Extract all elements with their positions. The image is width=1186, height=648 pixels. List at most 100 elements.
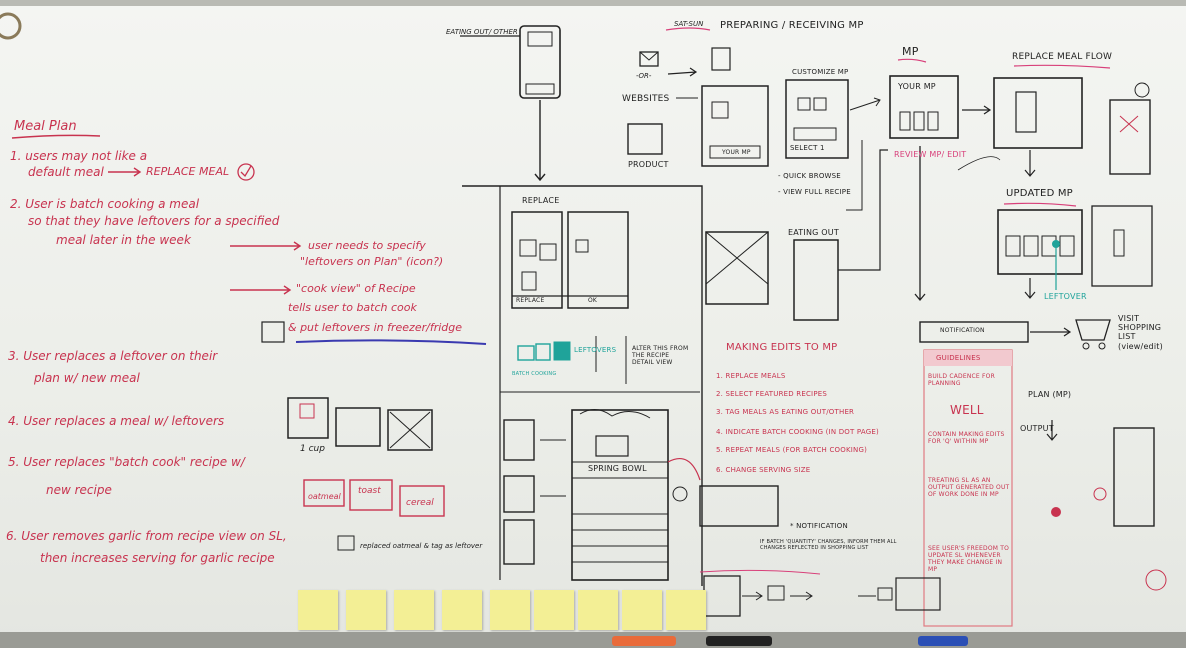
batch-cook-note: tells user to batch cook (288, 301, 417, 314)
mp-underline (897, 58, 927, 63)
replaced-oatmeal-note: replaced oatmeal & tag as leftover (360, 542, 483, 550)
replace-button-label: REPLACE (516, 297, 545, 304)
guideline-2: CONTAIN MAKING EDITS FOR 'Q' WITHIN MP (928, 431, 1005, 445)
meal-plan-item-6: 6. User removes garlic from recipe view … (6, 529, 287, 543)
guidelines-header-bg (924, 350, 1012, 366)
plan-mp-label: PLAN (MP) (1028, 390, 1072, 399)
leftover-label: LEFTOVER (1044, 292, 1087, 301)
side-phone-sketch (1109, 99, 1151, 175)
replace-meal-label: REPLACE MEAL (146, 165, 230, 178)
updated-mp-tile-a (1005, 235, 1021, 257)
meal-plan-item-6b: then increases serving for garlic recipe (40, 551, 275, 565)
cereal-box (399, 485, 445, 517)
replace-meal-flow-title: REPLACE MEAL FLOW (1012, 52, 1113, 62)
leftover-icon-a (517, 345, 535, 361)
arrow-down-1 (534, 100, 546, 182)
meal-plan-item-2c: meal later in the week (56, 233, 191, 247)
pink-circle-note (1145, 569, 1167, 591)
output-label: OUTPUT (1020, 424, 1054, 433)
updated-mp-tile-b (1023, 235, 1039, 257)
arrow-plan-output (1046, 420, 1058, 441)
leftover-icon-b (535, 343, 551, 361)
quick-browse-label: - QUICK BROWSE (778, 172, 841, 180)
sketch-card-badge (299, 403, 315, 419)
cereal-label: cereal (406, 498, 434, 508)
batch-phone-2 (503, 475, 535, 513)
meal-plan-item-1b: default meal (28, 165, 104, 179)
arrow-eating-out-to-mp (838, 149, 888, 271)
arrow-to-cart (1030, 327, 1072, 337)
replace-flow-screen (993, 77, 1083, 149)
meal-plan-title: Meal Plan (14, 119, 77, 134)
arrow-to-mp (849, 97, 881, 111)
notification-bar-label: NOTIFICATION (940, 327, 985, 334)
guideline-3: TREATING SL AS AN OUTPUT GENERATED OUT O… (928, 477, 1010, 498)
edit-step-5: 5. REPEAT MEALS (FOR BATCH COOKING) (716, 446, 867, 454)
websites-label: WEBSITES (622, 94, 670, 104)
arrow-replace-meal (108, 167, 142, 177)
whiteboard-frame-top (0, 0, 1186, 6)
blue-underline (295, 339, 487, 345)
meal-plan-item-3b: plan w/ new meal (34, 371, 140, 385)
email-icon-flap (639, 51, 659, 61)
spring-bowl-rows (572, 461, 668, 563)
fridge-sketch (261, 321, 285, 343)
sticky-note (394, 590, 434, 630)
prep-phone-1-image (711, 101, 729, 119)
preparing-accent (665, 27, 711, 31)
orange-marker (612, 636, 676, 646)
sticky-note (666, 590, 706, 630)
guideline-4: SEE USER'S FREEDOM TO UPDATE SL WHENEVER… (928, 545, 1010, 573)
sticky-note (442, 590, 482, 630)
pink-arrow-batch (667, 458, 701, 481)
spring-bowl-image (579, 409, 651, 419)
sticky-note (578, 590, 618, 630)
replace-phone-2-checkbox (575, 239, 589, 253)
updated-mp-screen (997, 209, 1083, 275)
mp-title: MP (902, 45, 919, 58)
checkmark-icon (240, 165, 252, 178)
prep-phone-2-button (793, 127, 837, 141)
one-cup-label: 1 cup (300, 444, 325, 454)
edit-step-2: 2. SELECT FEATURED RECIPES (716, 390, 828, 398)
batch-phone-1 (503, 419, 535, 461)
replace-flow-underline (1013, 64, 1111, 69)
meal-plan-item-5: 5. User replaces "batch cook" recipe w/ (8, 455, 245, 469)
replace-box-small (337, 535, 355, 551)
eating-out-label: EATING OUT/ OTHER (446, 28, 518, 36)
eating-out-header: EATING OUT (788, 228, 839, 237)
prep-phone-2 (785, 79, 849, 159)
ok-button-label: OK (588, 297, 598, 304)
side-phone-badge (1134, 82, 1150, 98)
arrow-cook-view (230, 285, 292, 295)
meal-plan-item-3: 3. User replaces a leftover on their (8, 349, 218, 363)
bottom-flow-box-1 (703, 575, 741, 617)
leftover-marker-icon (1052, 240, 1060, 248)
bottom-flow-box-2 (895, 577, 941, 611)
check-circle-icon (237, 163, 255, 181)
phone-sketch-top (519, 25, 561, 99)
arrow-mp-to-replace (962, 105, 992, 115)
or-label: -OR- (636, 72, 652, 80)
replace-flow-card (1015, 91, 1037, 133)
sticky-note (298, 590, 338, 630)
notification-note: * NOTIFICATION (790, 522, 848, 530)
customize-mp-label: CUSTOMIZE MP (792, 68, 849, 76)
leftovers-teal-label: LEFTOVERS (574, 346, 617, 354)
bottom-flow-icon (767, 585, 785, 601)
meal-plan-item-5b: new recipe (46, 483, 112, 497)
spring-bowl-phone (571, 409, 669, 581)
pink-circle-note-2 (1093, 487, 1107, 501)
edit-step-3: 3. TAG MEALS AS EATING OUT/OTHER (716, 408, 855, 416)
cart-wheel-right (1098, 342, 1106, 350)
meal-plan-item-2b: so that they have leftovers for a specif… (28, 214, 280, 228)
guidelines-title: GUIDELINES (936, 354, 981, 362)
whiteboard-tray (0, 632, 1186, 648)
guideline-1: BUILD CADENCE FOR PLANNING (928, 373, 995, 387)
toast-label: toast (358, 486, 381, 496)
freezer-note: & put leftovers in freezer/fridge (288, 321, 463, 334)
phone-top-button (525, 83, 555, 95)
eating-out-phone (793, 239, 839, 321)
bottom-flow-ok (877, 587, 893, 601)
